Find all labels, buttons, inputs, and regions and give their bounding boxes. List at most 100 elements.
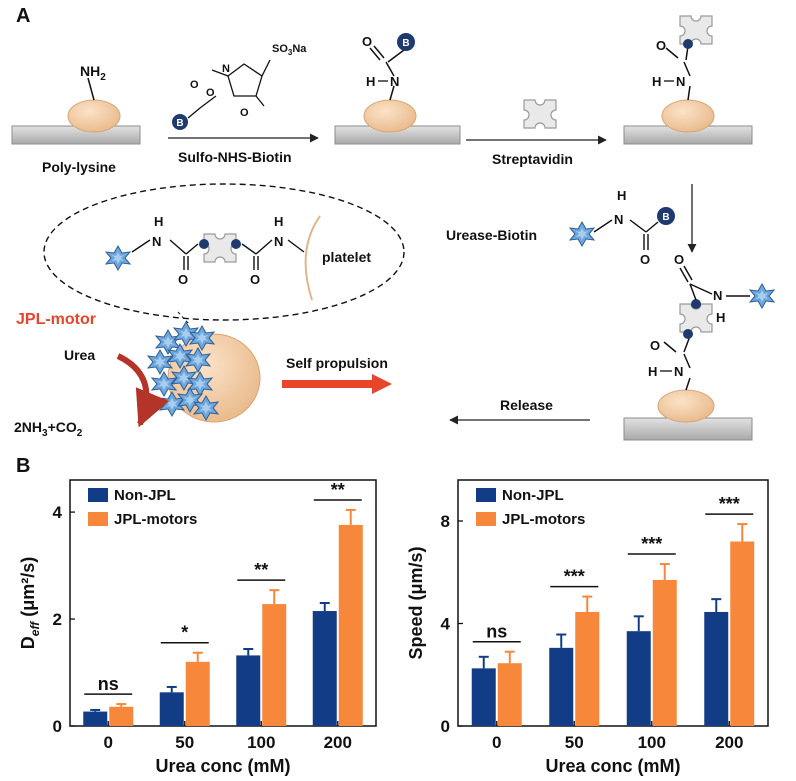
x-tick-label: 200 <box>324 733 352 752</box>
polylysine-label: Poly-lysine <box>42 159 116 175</box>
y-tick-label: 4 <box>53 503 63 522</box>
bar <box>626 631 651 726</box>
atom-h: H <box>652 74 661 89</box>
atom-o: O <box>190 79 199 91</box>
urease-biotin-label: Urease-Biotin <box>446 227 537 243</box>
atom-n: N <box>713 288 722 303</box>
atom-o: O <box>206 87 215 99</box>
bar <box>338 524 363 726</box>
bar <box>109 706 134 726</box>
so3na-label: SO3Na <box>272 43 307 57</box>
atom-n: N <box>676 74 685 89</box>
biotin-icon <box>231 239 241 249</box>
bar <box>704 611 729 726</box>
significance-label: ** <box>254 560 268 580</box>
y-tick-label: 8 <box>441 512 450 531</box>
bar <box>236 655 261 726</box>
atom-o: O <box>250 272 260 287</box>
jpl-motor-label: JPL-motor <box>16 311 96 328</box>
significance-label: ** <box>331 480 345 500</box>
atom-h: H <box>617 188 626 203</box>
atom-o: O <box>178 272 188 287</box>
significance-label: *** <box>564 567 585 587</box>
significance-label: *** <box>641 534 662 554</box>
legend-swatch <box>476 512 496 526</box>
bar <box>312 611 337 726</box>
atom-h: H <box>366 74 375 89</box>
bar <box>185 661 210 726</box>
atom-h: H <box>274 214 283 229</box>
x-axis-label: Urea conc (mM) <box>545 756 680 776</box>
atom-h: H <box>648 364 657 379</box>
y-tick-label: 2 <box>53 610 62 629</box>
release-label: Release <box>500 397 553 413</box>
biotin-icon: B <box>172 114 188 130</box>
polylysine-substrate <box>11 77 141 145</box>
bubble-linker <box>131 239 305 270</box>
bar <box>652 579 677 726</box>
legend-swatch <box>88 488 108 502</box>
platelet-label: platelet <box>322 249 371 265</box>
biotin-icon <box>657 207 675 225</box>
x-axis-label: Urea conc (mM) <box>155 756 290 776</box>
atom-n: N <box>222 63 230 75</box>
platelet-membrane <box>304 215 321 301</box>
urea-label: Urea <box>64 347 95 363</box>
bar <box>159 692 184 726</box>
significance-label: ns <box>486 622 507 642</box>
legend-swatch <box>88 512 108 526</box>
atom-n: N <box>274 234 283 249</box>
zoom-bubble <box>43 183 405 321</box>
self-propulsion-label: Self propulsion <box>286 355 388 371</box>
significance-label: *** <box>719 494 740 514</box>
x-tick-label: 0 <box>492 733 501 752</box>
x-tick-label: 200 <box>715 733 743 752</box>
biotin-icon <box>199 239 209 249</box>
legend-label: JPL-motors <box>114 511 197 528</box>
self-propulsion-arrow <box>282 374 392 394</box>
y-tick-label: 4 <box>441 615 451 634</box>
significance-label: ns <box>98 674 119 694</box>
x-tick-label: 50 <box>565 733 584 752</box>
bar <box>262 604 287 726</box>
bar <box>730 541 755 726</box>
nh2-label: NH2 <box>80 63 106 83</box>
x-tick-label: 50 <box>175 733 194 752</box>
plot-frame <box>69 479 377 727</box>
bar <box>575 611 600 726</box>
atom-n: N <box>674 364 683 379</box>
legend-label: Non-JPL <box>502 487 564 504</box>
plot-frame <box>457 479 769 727</box>
urease-biotin-linker <box>593 219 659 250</box>
urease-icon <box>749 283 775 309</box>
biotin-letter: B <box>176 118 183 129</box>
streptavidin-bound-substrate <box>623 15 753 145</box>
atom-o: O <box>674 252 684 267</box>
legend-label: JPL-motors <box>502 511 585 528</box>
sulfo-label: Sulfo-NHS-Biotin <box>178 149 292 165</box>
y-tick-label: 0 <box>441 717 450 736</box>
biotin-letter: B <box>662 212 669 223</box>
atom-h: H <box>716 310 725 325</box>
chart-deff: 0240ns50*100**200**Non-JPLJPL-motorsUrea… <box>18 479 377 776</box>
atom-n: N <box>614 212 623 227</box>
atom-o: O <box>650 338 660 353</box>
chart-speed: 0 4 8 0 ns 50 *** 100 *** 200 *** Non-JPL JPL-motors… <box>406 479 769 776</box>
atom-o: O <box>640 252 650 267</box>
streptavidin-icon <box>523 99 557 129</box>
products-label: 2NH3+CO2 <box>14 419 83 439</box>
urease-icon <box>569 221 595 247</box>
sulfo-nhs-biotin-structure <box>187 59 271 119</box>
urease-icon <box>105 245 131 271</box>
bar <box>497 663 522 726</box>
legend-label: Non-JPL <box>114 487 176 504</box>
x-tick-label: 100 <box>638 733 666 752</box>
bar <box>549 647 574 726</box>
bar <box>83 711 108 726</box>
y-axis-label: Deff (μm²/s) <box>18 557 42 649</box>
y-tick-label: 0 <box>53 717 62 736</box>
zoom-pointer <box>177 311 191 326</box>
reaction-arrow <box>116 353 170 428</box>
panel-a-label: A <box>16 5 30 27</box>
